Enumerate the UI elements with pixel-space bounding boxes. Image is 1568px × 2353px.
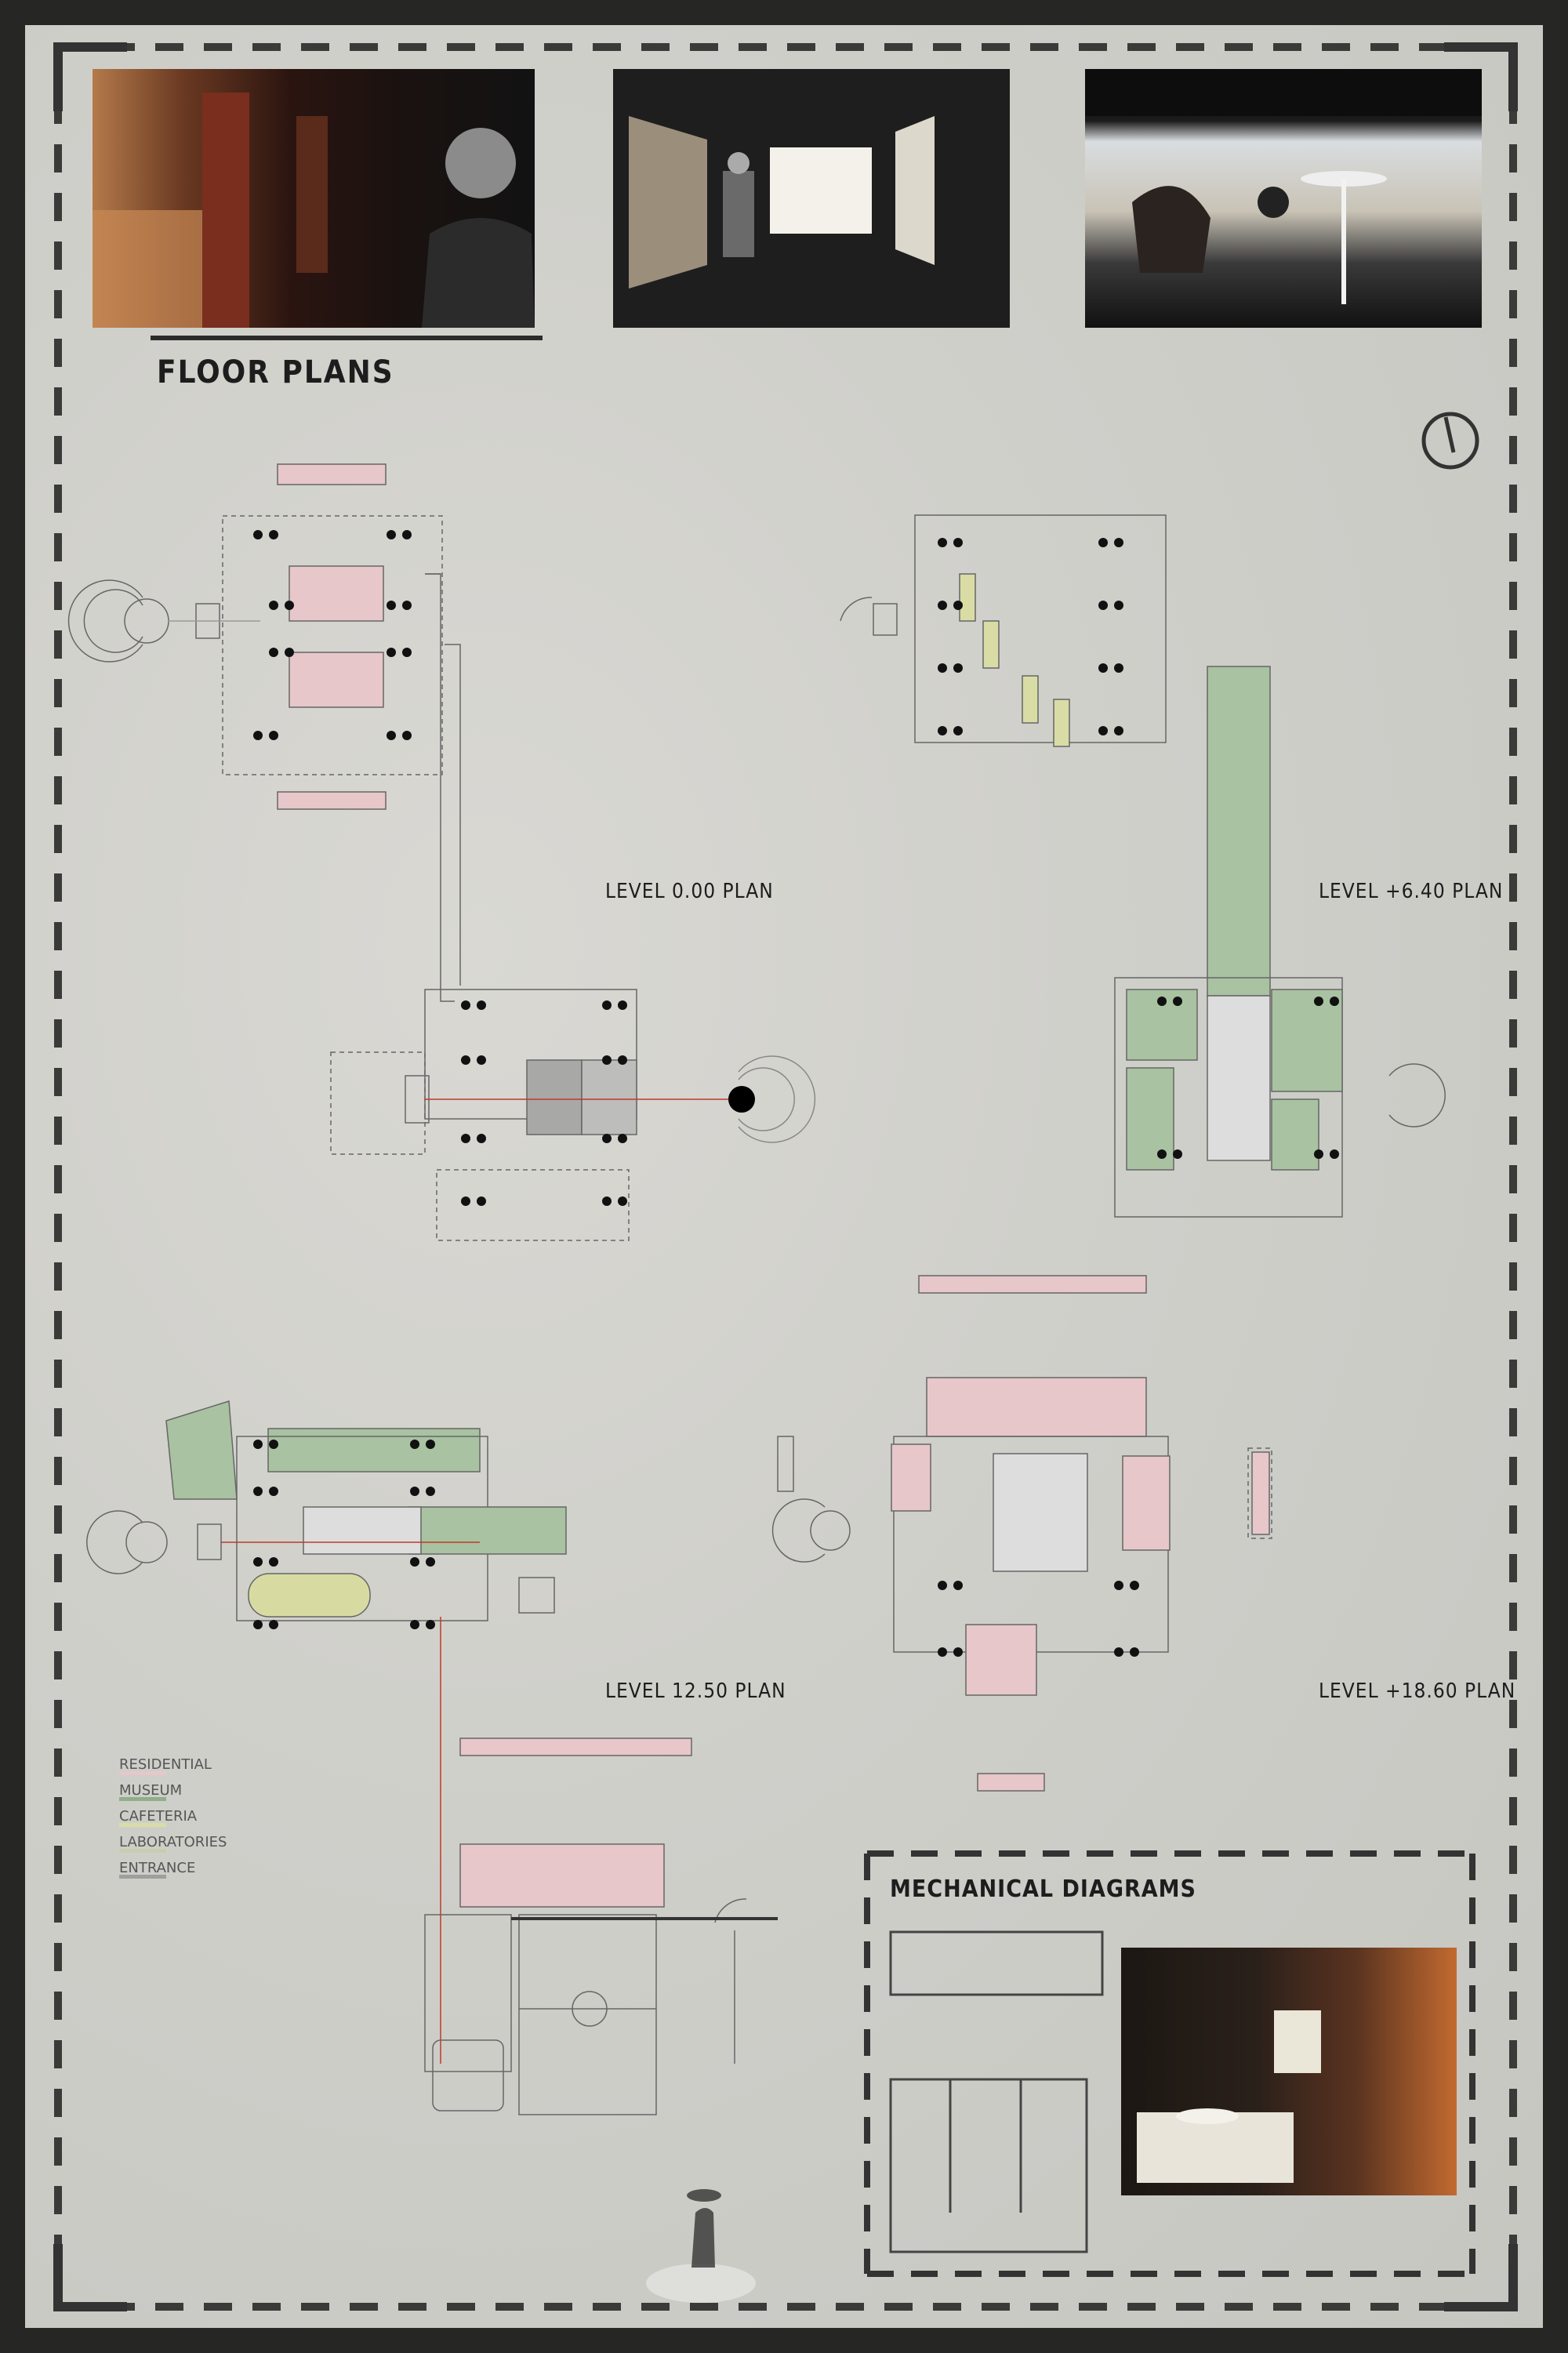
legend-label-cafeteria: CAFETERIA [119, 1808, 198, 1825]
plan-label-level-1860: LEVEL +18.60 PLAN [1319, 1679, 1516, 1703]
legend-swatch-entrance [119, 1875, 166, 1879]
plan-label-level-0: LEVEL 0.00 PLAN [605, 880, 774, 903]
mechanical-title: MECHANICAL DIAGRAMS [890, 1876, 1196, 1903]
plan-label-level-1250: LEVEL 12.50 PLAN [605, 1679, 786, 1703]
title-underline [151, 336, 543, 340]
page-title: FLOOR PLANS [157, 354, 394, 390]
legend-swatch-laboratories [119, 1849, 166, 1853]
mechanical-frame [864, 1850, 1475, 2277]
legend-label-museum: MUSEUM [119, 1782, 183, 1799]
plan-level-0 [67, 463, 816, 1241]
photo-bedroom [1121, 1948, 1457, 2195]
photo-dining-view [1085, 69, 1482, 328]
legend-swatch-cafeteria [119, 1823, 166, 1827]
dashed-frame [53, 42, 1518, 2311]
north-arrow-icon [1421, 412, 1479, 470]
legend-swatch-museum [119, 1797, 166, 1801]
legend-label-residential: RESIDENTIAL [119, 1756, 212, 1773]
poster-sheet: FLOOR PLANS [25, 25, 1543, 2328]
legend-label-entrance: ENTRANCE [119, 1860, 196, 1876]
photo-corridor-portrait [93, 69, 535, 328]
plan-level-640 [840, 514, 1446, 1218]
plan-level-1250 [86, 1400, 778, 2115]
figure-silhouette [646, 2189, 756, 2303]
plan-label-level-640: LEVEL +6.40 PLAN [1319, 880, 1504, 903]
photo-gallery-room [613, 69, 1010, 328]
plan-level-1860 [771, 1275, 1272, 1792]
legend-label-laboratories: LABORATORIES [119, 1834, 227, 1850]
legend-swatch-residential [119, 1771, 166, 1775]
